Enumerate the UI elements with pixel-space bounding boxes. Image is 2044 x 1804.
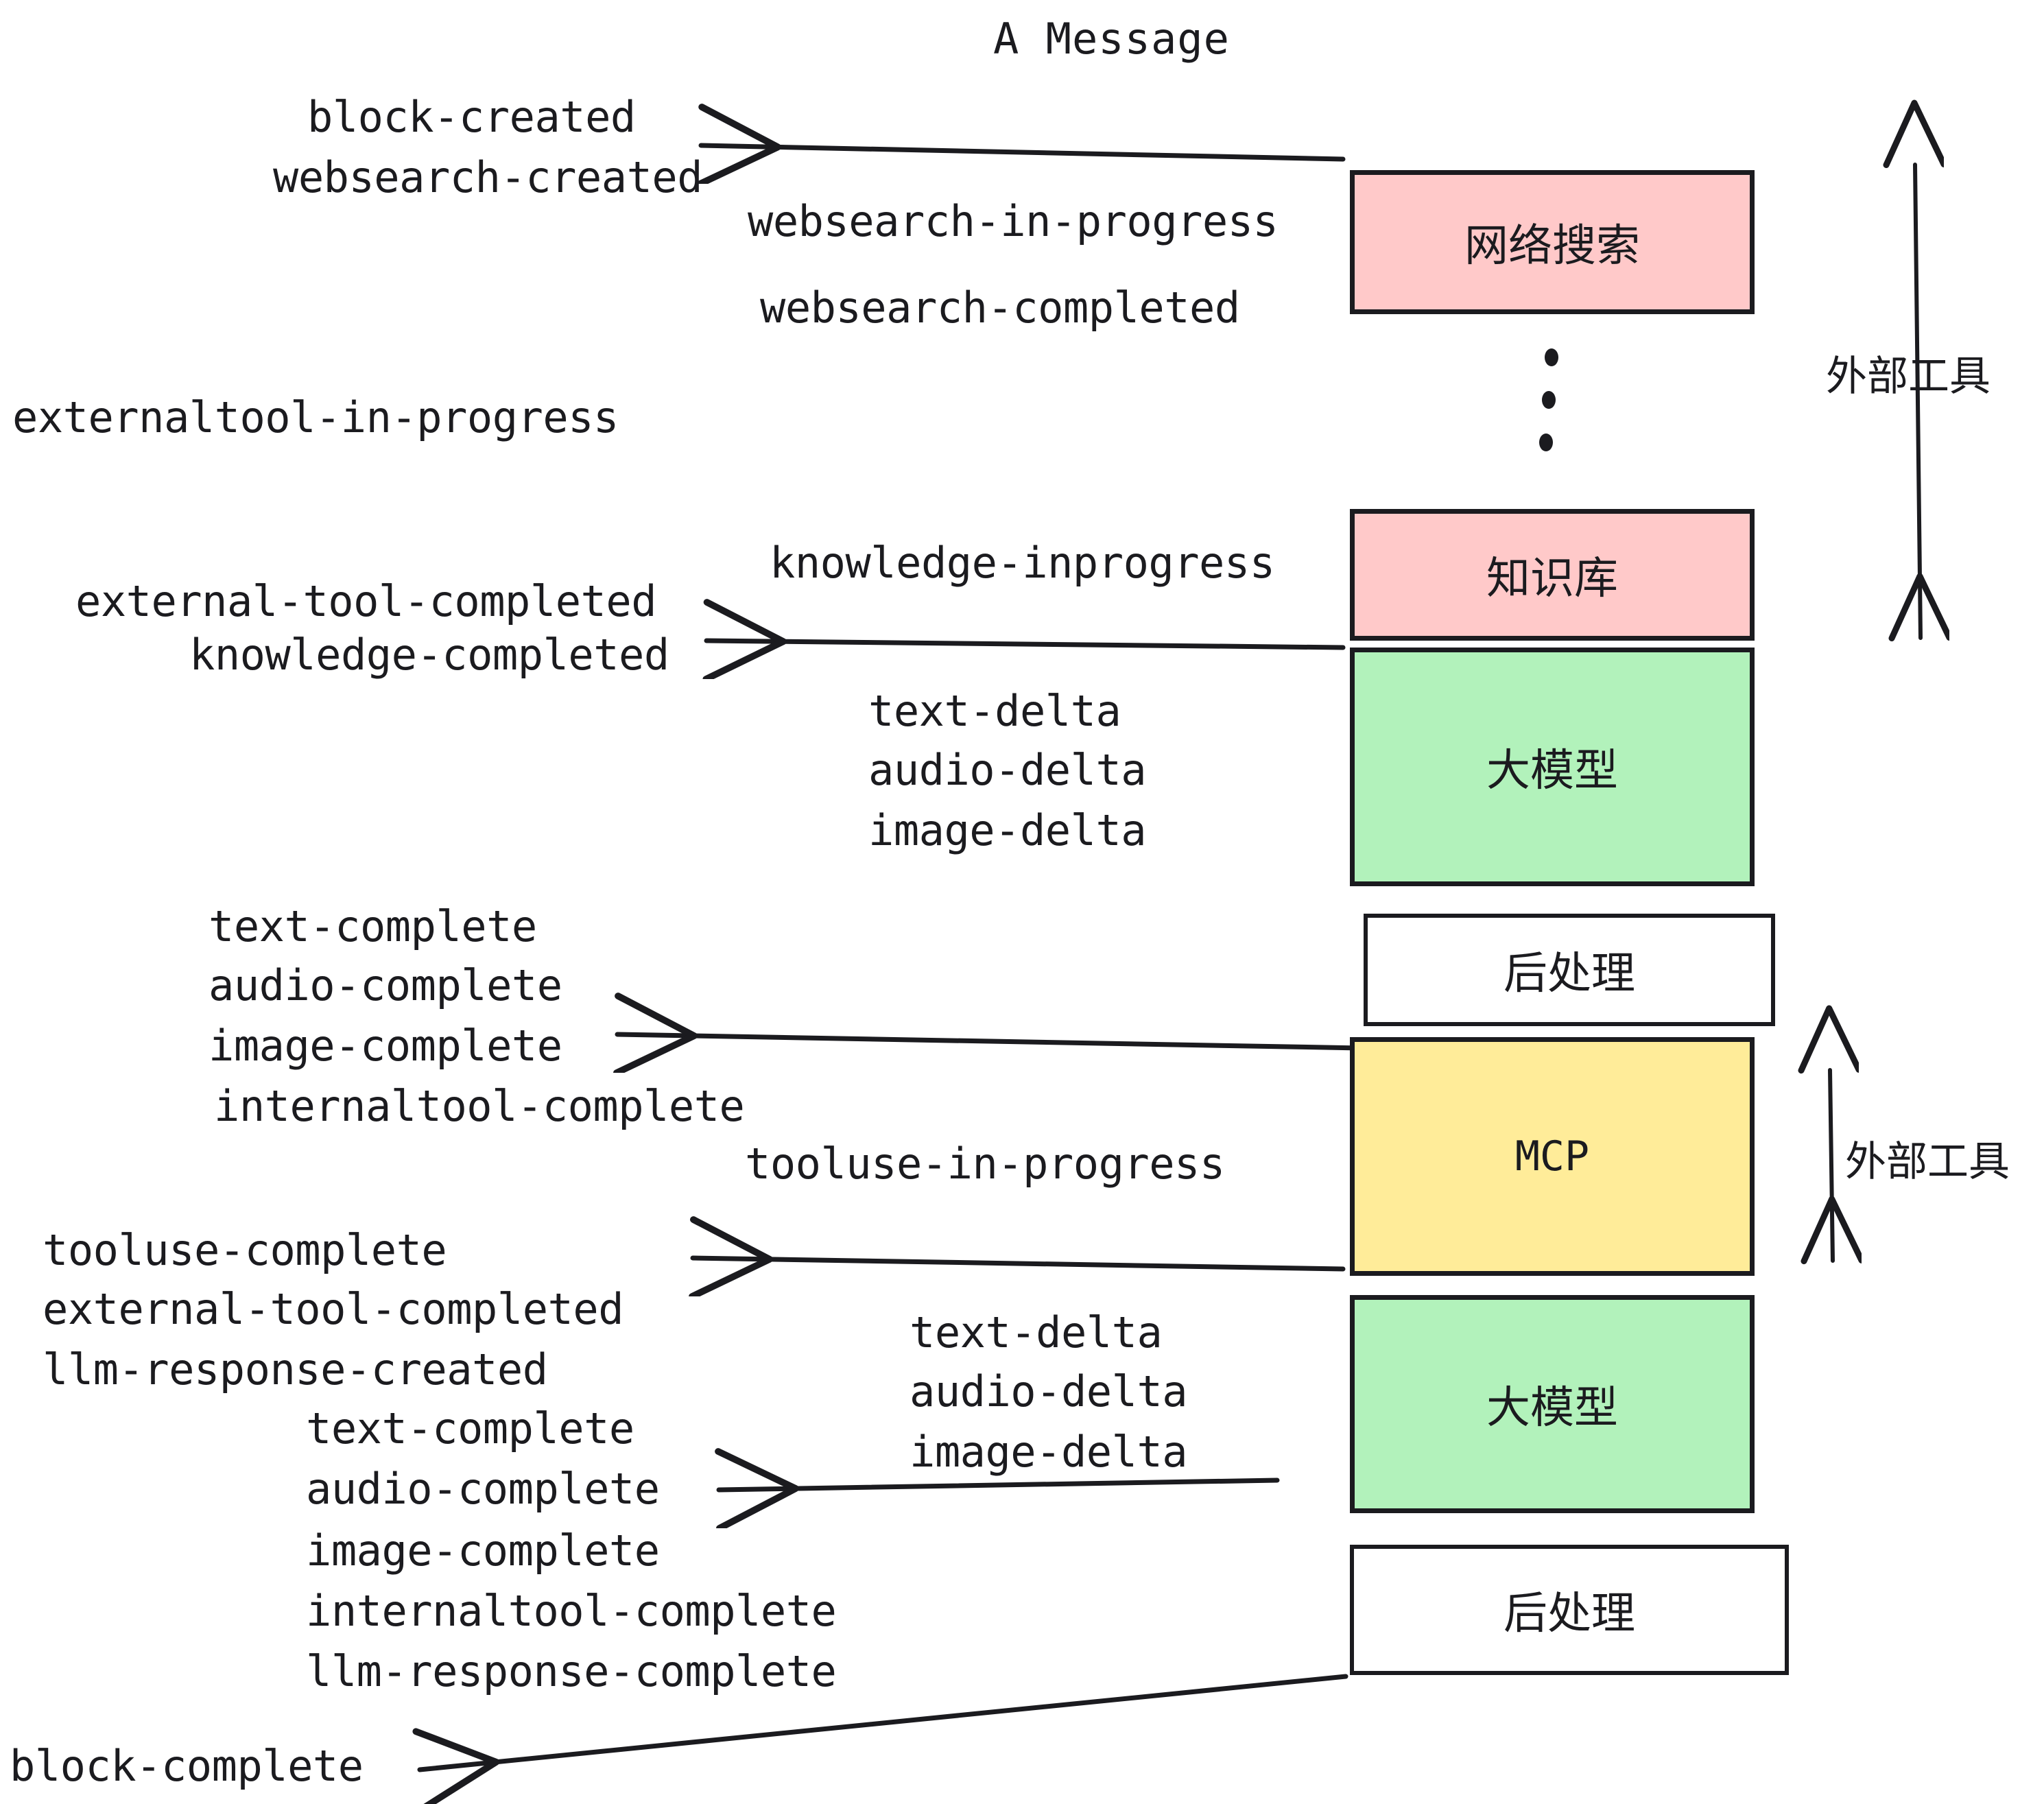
node-label: MCP — [1514, 1132, 1590, 1180]
event-text-complete-2: text-complete — [306, 1403, 634, 1453]
event-text-complete-1: text-complete — [209, 901, 537, 951]
node-llm-first[interactable]: 大模型 — [1350, 648, 1755, 886]
arrow-llm2-to-audio-complete — [719, 1480, 1280, 1490]
arrow-mcp-to-tooluse-complete — [693, 1258, 1346, 1269]
event-llm-response-created: llm-response-created — [43, 1344, 548, 1394]
group-label-external-tool-bottom: 外部工具 — [1845, 1138, 2010, 1186]
event-tooluse-in-progress: tooluse-in-progress — [745, 1139, 1225, 1189]
node-postprocess-first[interactable]: 后处理 — [1364, 914, 1775, 1026]
event-websearch-in-progress: websearch-in-progress — [748, 196, 1279, 246]
event-audio-delta-1: audio-delta — [868, 745, 1147, 795]
event-image-complete-1: image-complete — [209, 1021, 562, 1071]
event-internaltool-complete-1: internaltool-complete — [214, 1081, 745, 1131]
node-mcp[interactable]: MCP — [1350, 1037, 1755, 1276]
arrow-post2-to-block-complete — [420, 1674, 1348, 1770]
ellipsis-dot-1 — [1545, 348, 1558, 366]
group-label-external-tool-top: 外部工具 — [1826, 353, 1990, 401]
node-llm-second[interactable]: 大模型 — [1350, 1295, 1755, 1513]
arrow-post1-to-image-complete — [617, 1034, 1364, 1048]
event-external-tool-completed-1: external-tool-completed — [75, 576, 657, 626]
event-websearch-created: websearch-created — [273, 152, 703, 202]
arrow-knowledge-to-knowledge-completed — [706, 641, 1346, 648]
event-internaltool-complete-2: internaltool-complete — [306, 1586, 837, 1636]
event-tooluse-complete: tooluse-complete — [43, 1225, 447, 1275]
event-audio-delta-2: audio-delta — [910, 1366, 1188, 1416]
event-image-delta-2: image-delta — [910, 1427, 1188, 1477]
node-postprocess-second[interactable]: 后处理 — [1350, 1545, 1789, 1675]
diagram-title: A Message — [993, 14, 1230, 64]
event-text-delta-2: text-delta — [910, 1307, 1163, 1357]
node-label: 网络搜索 — [1464, 221, 1640, 272]
external-tool-range-top — [1915, 165, 1921, 638]
event-audio-complete-2: audio-complete — [306, 1464, 660, 1514]
node-websearch[interactable]: 网络搜索 — [1350, 170, 1755, 314]
arrow-websearch-to-block-created — [701, 145, 1346, 159]
node-label: 大模型 — [1486, 1383, 1618, 1434]
ellipsis-dot-2 — [1542, 391, 1556, 409]
ellipsis-dot-3 — [1539, 434, 1553, 451]
node-label: 大模型 — [1486, 746, 1618, 796]
event-knowledge-completed: knowledge-completed — [189, 630, 669, 680]
event-websearch-completed: websearch-completed — [760, 283, 1240, 333]
node-knowledge[interactable]: 知识库 — [1350, 509, 1755, 641]
event-llm-response-complete: llm-response-complete — [306, 1646, 837, 1696]
event-external-tool-completed-2: external-tool-completed — [43, 1284, 624, 1334]
node-label: 知识库 — [1486, 554, 1618, 604]
external-tool-range-bottom — [1830, 1070, 1833, 1261]
node-label: 后处理 — [1504, 949, 1635, 999]
event-block-created: block-created — [307, 92, 636, 142]
event-externaltool-in-progress: externaltool-in-progress — [12, 392, 619, 442]
event-knowledge-inprogress: knowledge-inprogress — [770, 538, 1275, 588]
event-audio-complete-1: audio-complete — [209, 960, 562, 1010]
node-label: 后处理 — [1504, 1589, 1635, 1639]
event-image-delta-1: image-delta — [868, 805, 1147, 855]
event-block-complete: block-complete — [10, 1741, 364, 1791]
event-image-complete-2: image-complete — [306, 1526, 660, 1576]
event-text-delta-1: text-delta — [868, 686, 1121, 736]
